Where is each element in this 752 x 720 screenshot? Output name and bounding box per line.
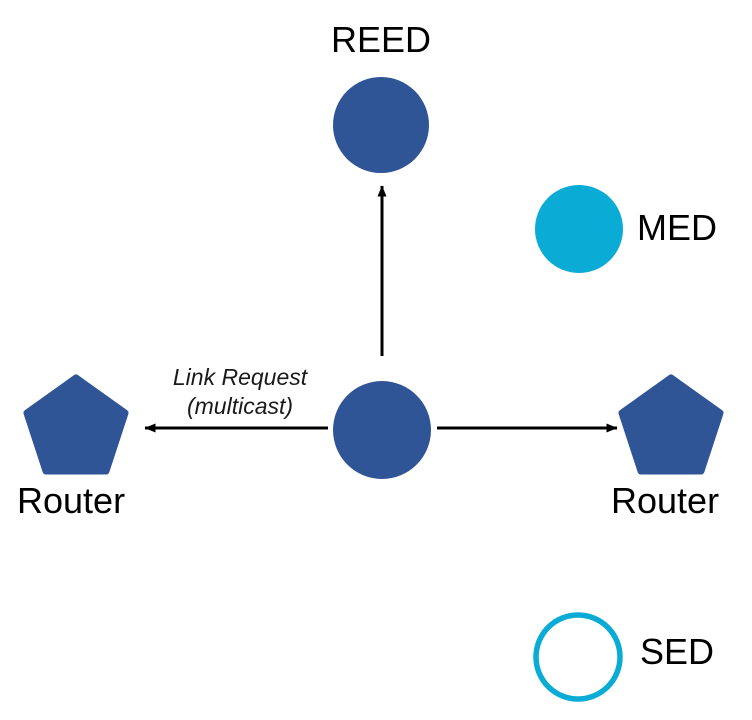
node-label-router-left: Router [17, 480, 126, 521]
node-router-left-pentagon[interactable] [23, 374, 129, 475]
node-sed-circle[interactable] [533, 612, 623, 702]
edge-label-link-request: Link Request (multicast) [168, 363, 312, 421]
node-label-sed: SED [640, 631, 715, 672]
node-reed-circle[interactable] [333, 77, 429, 173]
edge-label-line-1: Link Request [172, 364, 308, 390]
node-router-right-pentagon[interactable] [618, 374, 724, 475]
node-med-circle[interactable] [535, 185, 623, 273]
edge-label-line-2: (multicast) [186, 392, 294, 419]
node-label-reed: REED [331, 19, 432, 60]
node-label-router-right: Router [611, 480, 720, 521]
node-label-med: MED [637, 207, 717, 248]
node-center-circle[interactable] [333, 381, 431, 479]
